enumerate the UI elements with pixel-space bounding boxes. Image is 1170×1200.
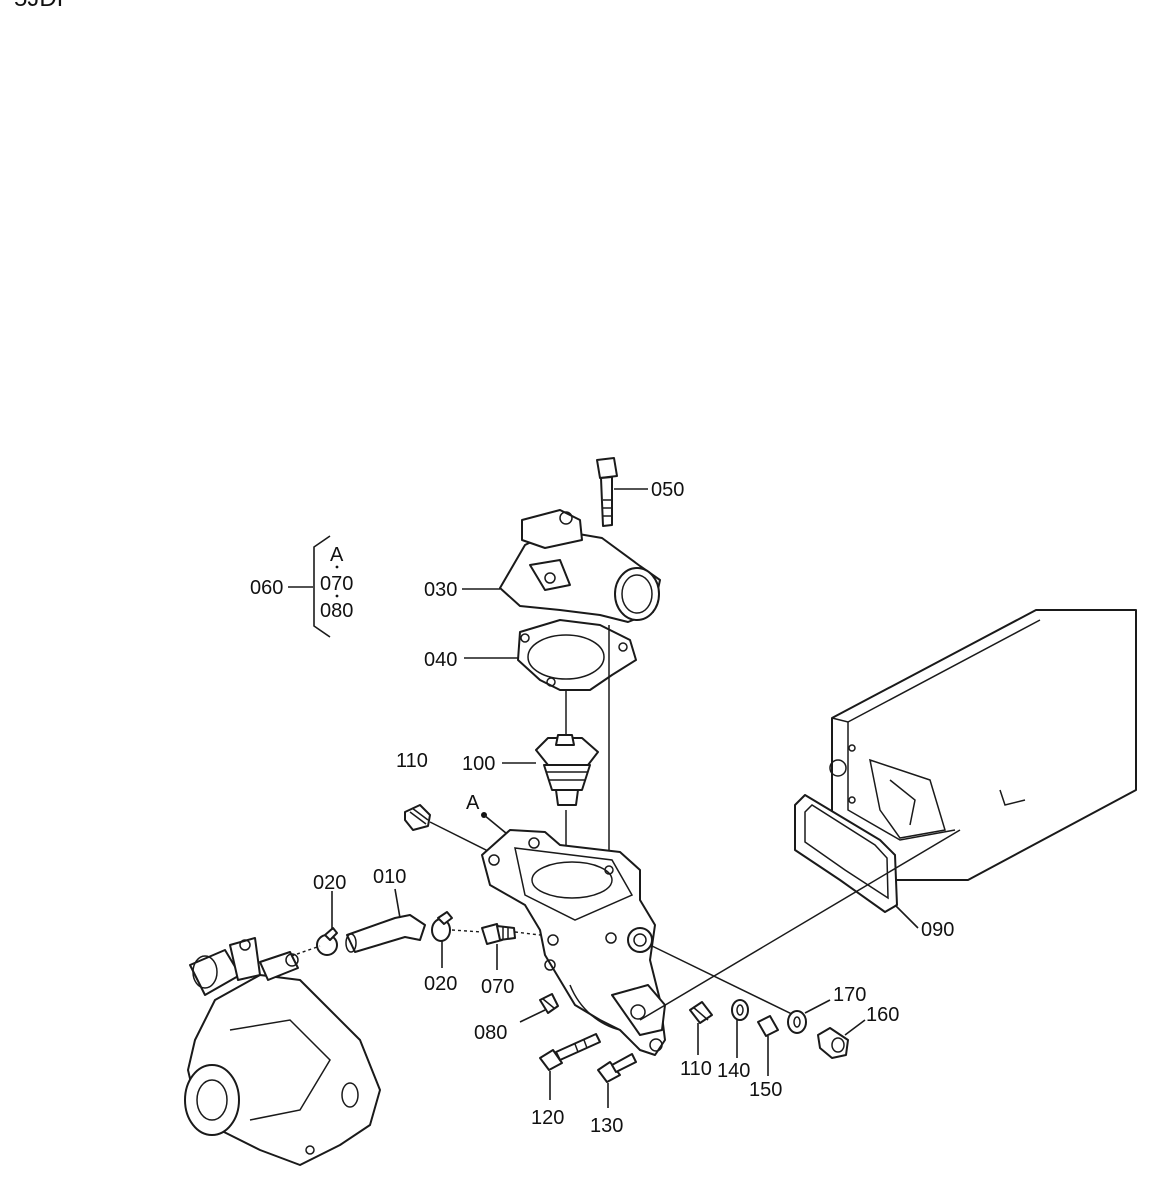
label-030: 030 (424, 579, 457, 601)
water-pump (184, 937, 381, 1166)
thermostat-100: 100 (462, 734, 599, 806)
hose-010: 010 (345, 866, 426, 953)
plug-080: 080 (474, 993, 559, 1044)
label-060: 060 (250, 577, 283, 599)
label-a: A (466, 792, 480, 814)
label-110-bottom: 110 (680, 1058, 712, 1080)
label-070: 070 (481, 976, 514, 998)
label-090: 090 (921, 919, 954, 941)
label-160: 160 (866, 1004, 899, 1026)
group-item-070: 070 (320, 573, 353, 595)
fitting-070: 070 (481, 923, 516, 998)
label-040: 040 (424, 649, 457, 671)
label-170: 170 (833, 984, 866, 1006)
washer-140: 140 (717, 999, 750, 1082)
gasket-040: 040 (424, 619, 637, 691)
label-100: 100 (462, 753, 495, 775)
label-020-left: 020 (313, 872, 346, 894)
label-120: 120 (531, 1107, 564, 1129)
point-a: A (466, 792, 513, 839)
thermostat-cover-030: 030 (424, 509, 661, 623)
washer-170: 170 (787, 984, 866, 1034)
clamp-020-right: 020 (424, 911, 457, 995)
label-140: 140 (717, 1060, 750, 1082)
engine-block (829, 609, 1137, 881)
group-060: 060 A 070 080 (250, 535, 353, 638)
bolt-050: 050 (596, 457, 684, 527)
label-080: 080 (474, 1022, 507, 1044)
bolt-130: 130 (590, 1053, 637, 1137)
plug-110-bottom: 110 (680, 1001, 713, 1080)
clamp-020-left: 020 (313, 872, 346, 956)
label-010: 010 (373, 866, 406, 888)
label-110-top: 110 (396, 750, 428, 772)
plug-150: 150 (749, 1015, 782, 1101)
group-item-a: A (330, 544, 344, 566)
bolt-120: 120 (531, 1033, 601, 1129)
thermostat-housing (481, 829, 666, 1056)
label-130: 130 (590, 1115, 623, 1137)
label-020-right: 020 (424, 973, 457, 995)
label-150: 150 (749, 1079, 782, 1101)
label-050: 050 (651, 479, 684, 501)
bolt-160: 160 (817, 1004, 899, 1059)
diagram-code: 5JDI (14, 0, 63, 12)
group-item-080: 080 (320, 600, 353, 622)
